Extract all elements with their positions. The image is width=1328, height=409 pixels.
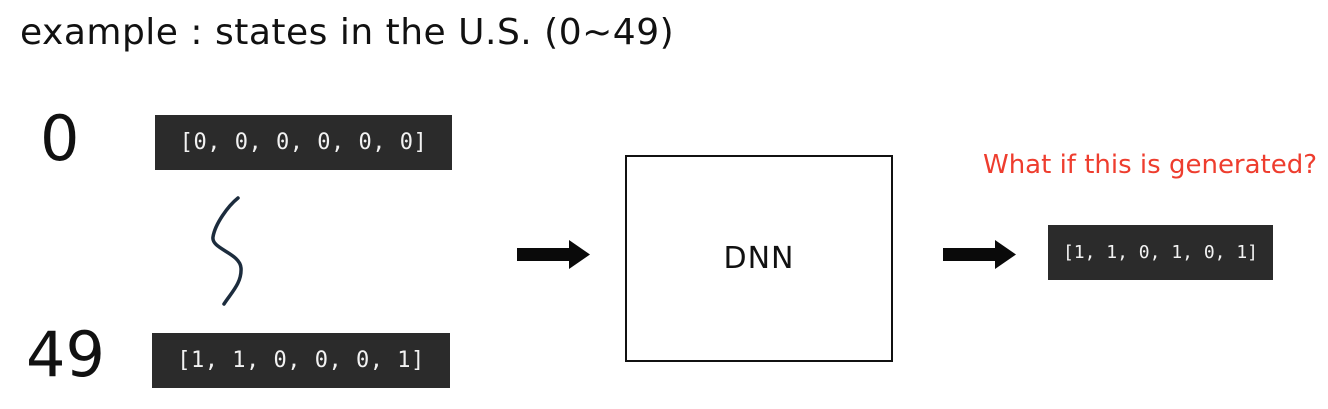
dnn-label: DNN [723, 241, 795, 276]
continuation-squiggle-icon [211, 196, 243, 306]
state-index-first: 0 [40, 102, 80, 175]
slide-title: example : states in the U.S. (0~49) [20, 12, 675, 53]
vector-box-output: [1, 1, 0, 1, 0, 1] [1048, 225, 1273, 280]
generated-question-annotation: What if this is generated? [983, 150, 1318, 180]
dnn-box: DNN [625, 155, 893, 362]
state-index-last: 49 [26, 318, 105, 391]
arrow-right-icon [943, 240, 1016, 269]
vector-box-state-first: [0, 0, 0, 0, 0, 0] [155, 115, 452, 170]
vector-box-state-last: [1, 1, 0, 0, 0, 1] [152, 333, 450, 388]
arrow-right-icon [517, 240, 590, 269]
